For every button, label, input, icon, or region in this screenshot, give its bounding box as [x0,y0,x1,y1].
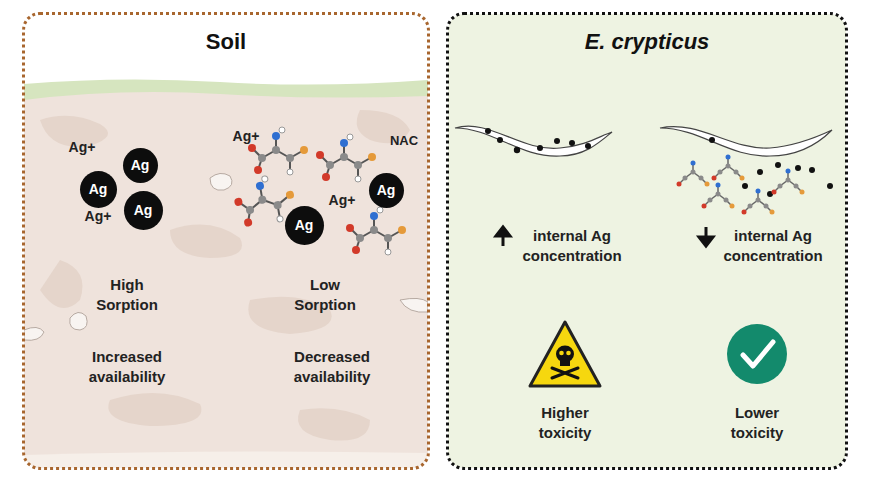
concentration-label: internal Ag concentration [513,226,631,266]
ion-label: Ag+ [69,137,96,157]
sorption-label: Low Sorption [285,275,365,315]
silver-particle: Ag [123,148,158,183]
availability-label: Increased availability [72,347,182,387]
ion-label: Ag+ [329,190,356,210]
panel-title: Soil [25,29,427,55]
particle-label: Ag [89,181,108,197]
silver-particle: Ag [369,173,404,208]
toxicity-label: Higher toxicity [525,403,605,443]
particle-label: Ag [295,217,314,233]
panel: SoilAgAgAgAgAg [22,12,430,470]
particle-label: Ag [131,157,150,173]
molecule-label: NAC [390,131,418,151]
particle-label: Ag [377,182,396,198]
ion-label: Ag+ [85,206,112,226]
availability-label: Decreased availability [277,347,387,387]
silver-particle: Ag [285,206,324,245]
concentration-label: internal Ag concentration [714,226,832,266]
silver-particle: Ag [80,171,117,208]
sorption-label: High Sorption [87,275,167,315]
particle-label: Ag [134,202,153,218]
panel-title: E. crypticus [449,29,845,55]
toxicity-label: Lower toxicity [717,403,797,443]
silver-particle: Ag [124,191,163,230]
ion-label: Ag+ [233,126,260,146]
